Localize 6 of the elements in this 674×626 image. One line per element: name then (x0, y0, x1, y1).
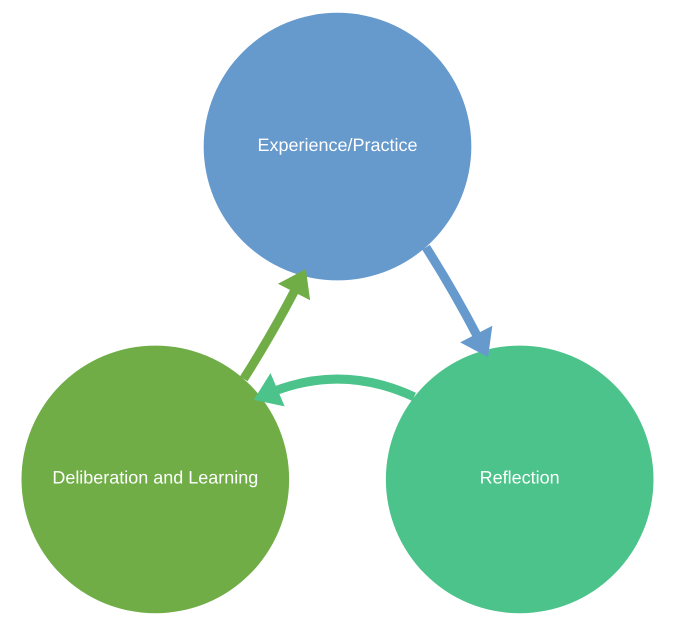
arrow (422, 244, 492, 358)
arrow (253, 373, 416, 406)
arrow (239, 269, 310, 382)
node-circle: Reflection (385, 346, 653, 614)
node-circle: Deliberation and Learning (21, 346, 289, 614)
node-circle: Experience/Practice (203, 12, 471, 280)
